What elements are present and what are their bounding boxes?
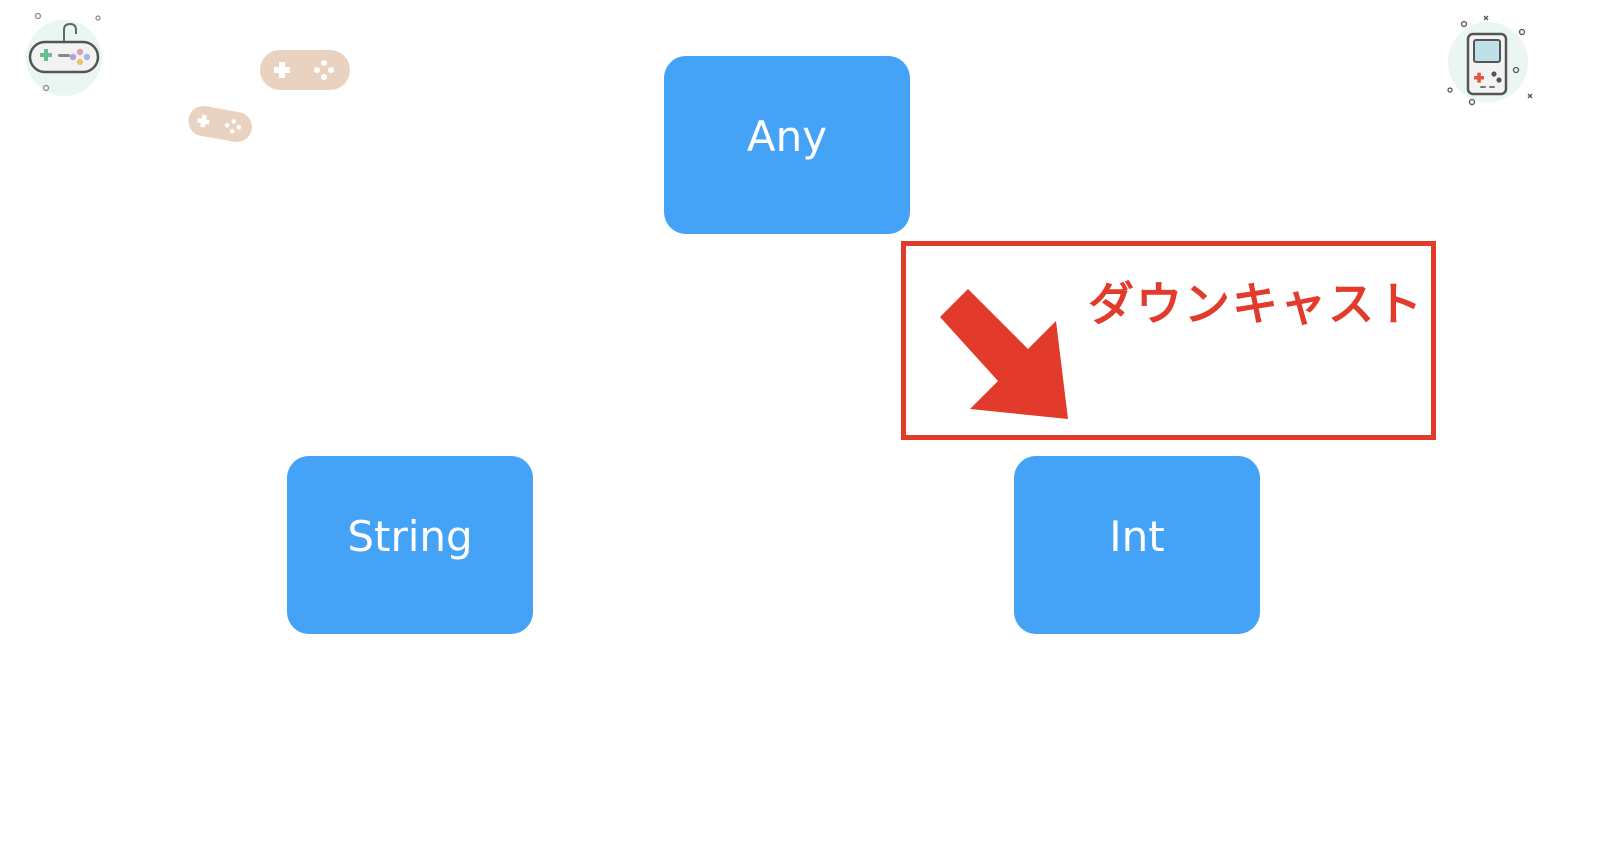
downcast-arrow-icon bbox=[940, 289, 1068, 419]
handheld-console-icon bbox=[1447, 15, 1533, 106]
type-node-label: String bbox=[347, 511, 473, 561]
downcast-label: ダウンキャスト bbox=[1088, 277, 1424, 331]
type-node-any: Any bbox=[664, 56, 910, 234]
game-controller-icon bbox=[26, 12, 102, 96]
gamepad-icon bbox=[260, 50, 350, 90]
type-node-label: Int bbox=[1109, 511, 1165, 561]
gamepad-icon bbox=[188, 106, 252, 142]
type-node-int: Int bbox=[1014, 456, 1260, 634]
downcast-highlight-frame bbox=[901, 241, 1436, 440]
type-node-label: Any bbox=[746, 111, 828, 161]
type-node-string: String bbox=[287, 456, 533, 634]
